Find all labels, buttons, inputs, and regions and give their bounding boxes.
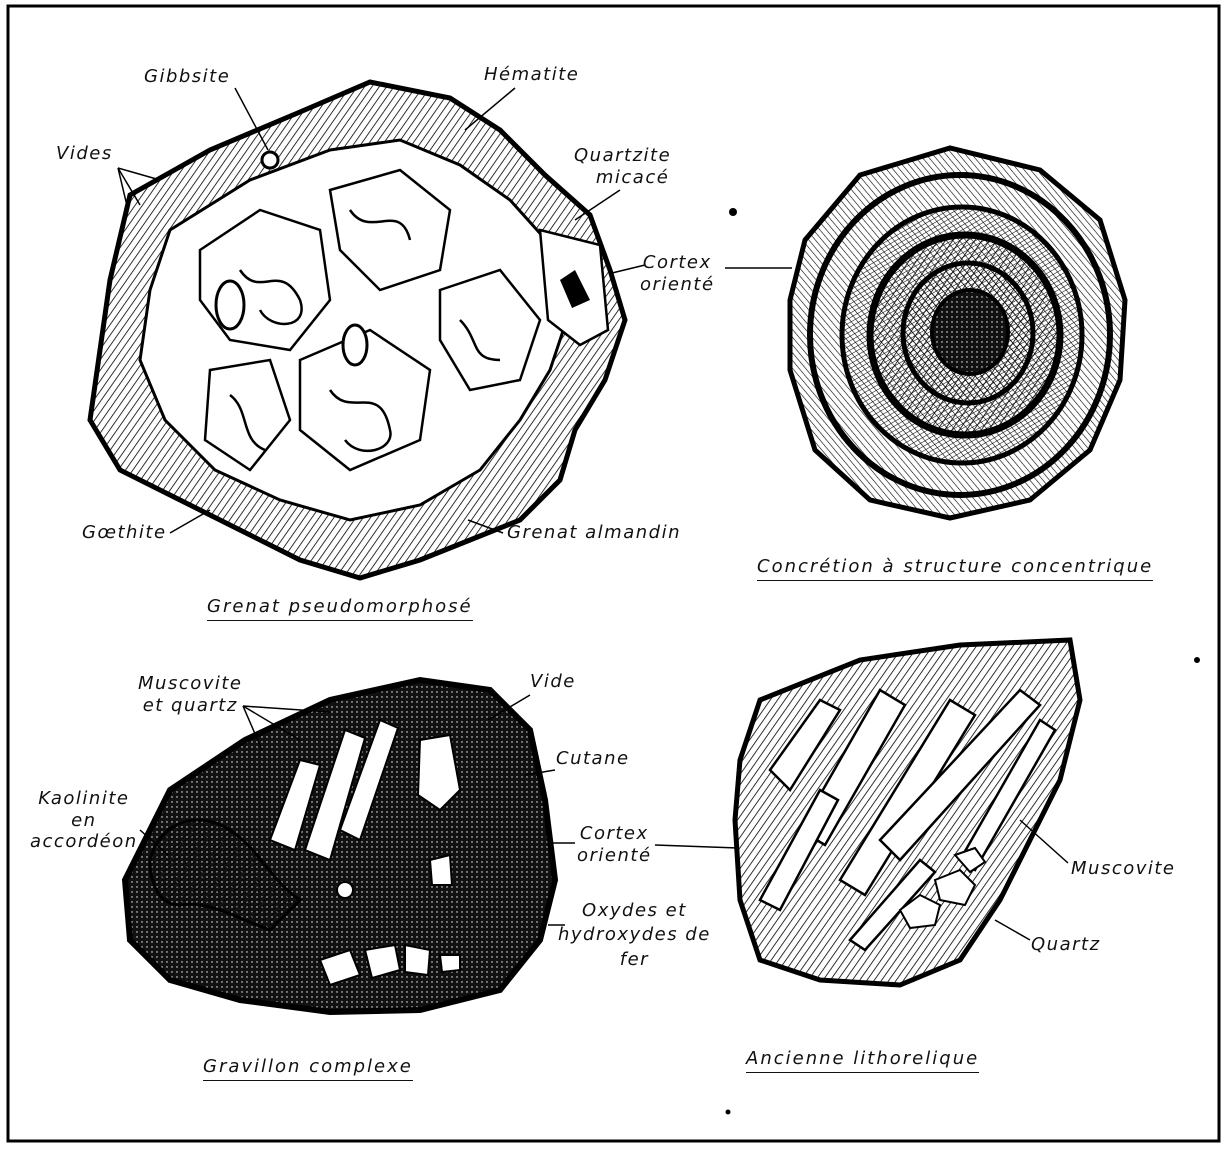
- caption-grenat-pseudomorphose: Grenat pseudomorphosé: [207, 596, 473, 621]
- caption-gravillon-complexe: Gravillon complexe: [203, 1056, 413, 1081]
- label-kaolinite-line3: accordéon: [30, 831, 138, 853]
- label-muscovite: Muscovite: [1071, 858, 1176, 880]
- label-oxydes-line2: hydroxydes de: [558, 923, 711, 947]
- grenat-pseudomorphose-drawing: [90, 82, 625, 578]
- label-cortex1-line1: Cortex: [640, 252, 715, 274]
- label-quartzite-line2: micacé: [594, 167, 671, 189]
- label-kaolinite-line1: Kaolinite: [30, 788, 138, 810]
- ancienne-lithorelique-drawing: [655, 640, 1080, 985]
- label-muscovite-et-quartz: Muscovite et quartz: [138, 673, 243, 716]
- label-oxydes-line1: Oxydes et: [558, 899, 711, 923]
- label-cortex1-line2: orienté: [640, 274, 715, 296]
- label-gibbsite: Gibbsite: [144, 66, 230, 88]
- label-oxydes-hydroxydes-de-fer: Oxydes et hydroxydes de fer: [558, 899, 711, 972]
- gravillon-complexe-drawing: [125, 680, 555, 1012]
- label-cortex2-line2: orienté: [577, 845, 652, 867]
- label-muscovite-quartz-line1: Muscovite: [138, 673, 243, 695]
- label-oxydes-line3: fer: [558, 948, 711, 972]
- label-hematite: Hématite: [484, 64, 579, 86]
- speck: [729, 208, 737, 216]
- label-grenat-almandin: Grenat almandin: [507, 522, 681, 544]
- label-quartz: Quartz: [1031, 934, 1101, 956]
- label-kaolinite-line2: en: [30, 810, 138, 832]
- label-vides: Vides: [56, 143, 113, 165]
- caption-ancienne-lithorelique: Ancienne lithorelique: [746, 1048, 979, 1073]
- label-quartzite-micace: Quartzite micacé: [574, 145, 671, 188]
- speck: [726, 1110, 731, 1115]
- label-vide: Vide: [530, 671, 576, 693]
- label-cutane: Cutane: [556, 748, 630, 770]
- speck: [1194, 657, 1200, 663]
- label-goethite: Gœthite: [82, 522, 167, 544]
- label-cortex-oriente-2: Cortex orienté: [577, 823, 652, 866]
- label-muscovite-quartz-line2: et quartz: [138, 695, 243, 717]
- label-quartzite-line1: Quartzite: [574, 145, 671, 167]
- concretion-drawing: [725, 148, 1125, 518]
- label-kaolinite-en-accordeon: Kaolinite en accordéon: [30, 788, 138, 853]
- label-cortex2-line1: Cortex: [577, 823, 652, 845]
- label-cortex-oriente-1: Cortex orienté: [640, 252, 715, 295]
- caption-concretion: Concrétion à structure concentrique: [757, 556, 1153, 581]
